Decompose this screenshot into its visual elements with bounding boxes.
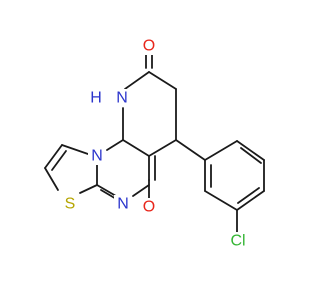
molecule-diagram: O H N N N O S Cl [44,37,265,250]
bond [51,150,67,171]
bond [79,184,98,194]
bond [148,139,177,157]
bond [132,184,150,197]
bond [240,147,262,164]
bond [148,71,177,90]
structure-canvas: O H N N N O S Cl [44,37,265,250]
atom-label-nitrogen: N [91,148,103,165]
label-layer: O H N N N O S Cl [62,37,250,250]
atom-label-nitrogen: N [116,90,128,107]
bond [44,144,63,169]
bond [237,187,260,204]
bond [96,184,117,197]
bond [124,71,150,90]
bond [204,190,238,211]
atom-label-oxygen: O [143,38,155,55]
bond [106,139,124,151]
bond [236,190,265,211]
bond [236,140,265,161]
bond [61,144,89,155]
atom-label-chlorine: Cl [230,233,245,250]
bond [204,140,238,161]
atom-label-sulfur: S [65,196,76,213]
bond [122,139,150,157]
bond [44,167,59,191]
atom-label-nitrogen: N [117,196,129,213]
atom-label-oxygen: O [143,199,155,216]
bond-layer [44,47,265,233]
atom-label-hydrogen: H [90,90,102,107]
bond [175,139,206,161]
